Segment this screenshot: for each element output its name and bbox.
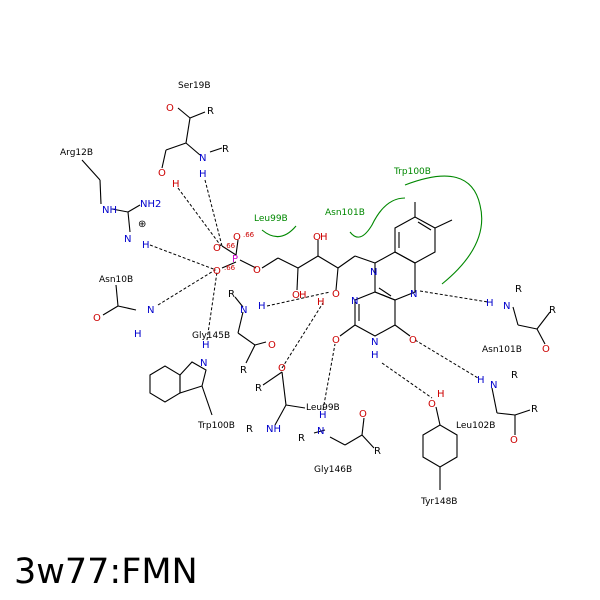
residue-label-trp100b: Trp100B [197, 421, 235, 431]
atom-h: H [320, 232, 328, 243]
atom-r: R [374, 446, 381, 457]
atom-o: O [359, 409, 367, 420]
hydrophobic-arc-trp100b [404, 175, 483, 285]
atom-o: O [409, 335, 417, 346]
atom-h: H [319, 410, 327, 421]
atom-nh: NH [102, 205, 117, 216]
flavin-rings [339, 202, 453, 337]
atom-nh: NH [266, 424, 281, 435]
atom-o: O [158, 168, 166, 179]
atom-oh: O [292, 290, 300, 301]
atom-h: H [199, 169, 207, 180]
residue-label-tyr148b: Tyr148B [420, 497, 457, 507]
atom-h: H [486, 298, 494, 309]
atom-n: N [503, 301, 510, 312]
atom-n: N [410, 289, 417, 300]
residue-label-gly146b: Gly146B [314, 465, 352, 475]
atom-r: R [222, 144, 229, 155]
hydrophobic-label-leu99b: Leu99B [254, 214, 288, 224]
atom-r: R [228, 289, 235, 300]
atom-n: N [124, 234, 131, 245]
atom-r: R [298, 433, 305, 444]
atom-n: N [351, 296, 358, 307]
ribityl-phosphate-chain [221, 239, 376, 291]
atom-h: H [202, 340, 210, 351]
atom-h: H [172, 179, 180, 190]
atom-oh: O [313, 232, 321, 243]
atom-labels: O R N R H O H NH NH2 ⊕ N H O N H R N H O… [93, 103, 556, 457]
atom-r: R [255, 383, 262, 394]
atom-n: N [317, 426, 324, 437]
charge-minus: .66 [224, 264, 236, 272]
residue-skeletons [81, 107, 551, 490]
atom-p: P [232, 254, 238, 265]
atom-h: H [142, 240, 150, 251]
atom-n: N [200, 358, 207, 369]
atom-o: O [93, 313, 101, 324]
atom-n: N [370, 267, 377, 278]
atom-o: O [332, 289, 340, 300]
atom-o: O [213, 243, 221, 254]
atom-h: H [477, 375, 485, 386]
atom-r: R [515, 284, 522, 295]
atom-n: N [147, 305, 154, 316]
residue-label-asn101b: Asn101B [482, 345, 522, 355]
atom-o: O [332, 335, 340, 346]
atom-r: R [240, 365, 247, 376]
atom-n: N [199, 153, 206, 164]
residue-label-gly145b: Gly145B [192, 331, 230, 341]
atom-h: H [134, 329, 142, 340]
atom-o: O [428, 399, 436, 410]
atom-n: N [371, 337, 378, 348]
atom-o: O [268, 340, 276, 351]
atom-o: O [278, 363, 286, 374]
atom-o: O [233, 232, 241, 243]
atom-o: O [542, 344, 550, 355]
charge-minus: .66 [224, 242, 236, 250]
atom-r: R [207, 106, 214, 117]
hydrophobic-arc-asn101b [349, 197, 406, 238]
atom-r: R [549, 305, 556, 316]
atom-o: O [510, 435, 518, 446]
atom-h: H [299, 290, 307, 301]
atom-o: O [253, 265, 261, 276]
atom-nh2: NH2 [140, 199, 161, 210]
atom-n: N [240, 305, 247, 316]
hydrophobic-label-trp100b: Trp100B [393, 167, 431, 177]
residue-label-ser19b: Ser19B [178, 81, 211, 91]
atom-h: H [258, 301, 266, 312]
atom-r: R [246, 424, 253, 435]
charge-minus: .66 [243, 231, 255, 239]
atom-r: R [531, 404, 538, 415]
residue-labels: Ser19B Arg12B Asn10B Gly145B Trp100B Leu… [60, 81, 522, 507]
hydrogen-bonds [149, 179, 489, 411]
atom-o: O [213, 266, 221, 277]
ligand-caption: 3w77:FMN [14, 552, 198, 592]
atom-o: O [166, 103, 174, 114]
residue-label-leu99b: Leu99B [306, 403, 340, 413]
charge-plus: ⊕ [138, 219, 146, 230]
atom-h: H [371, 350, 379, 361]
residue-label-asn10b: Asn10B [99, 275, 133, 285]
atom-h: H [437, 389, 445, 400]
hydrophobic-label-asn101b: Asn101B [325, 208, 365, 218]
residue-label-leu102b: Leu102B [456, 421, 495, 431]
hydrophobic-arc-leu99b [261, 225, 297, 238]
atom-n: N [490, 380, 497, 391]
atom-h: H [317, 297, 325, 308]
atom-r: R [511, 370, 518, 381]
residue-label-arg12b: Arg12B [60, 148, 93, 158]
